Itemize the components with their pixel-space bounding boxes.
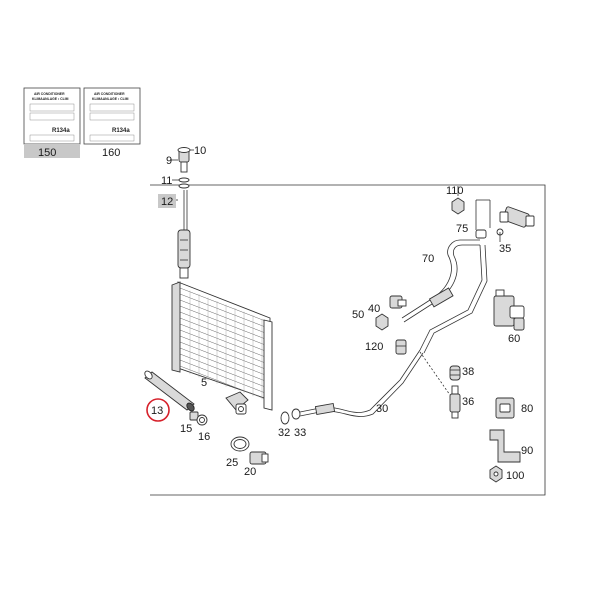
callout-25: 25 [226, 457, 238, 469]
callout-110: 110 [446, 185, 464, 197]
callout-120: 120 [365, 341, 383, 353]
condenser-fin [179, 341, 269, 377]
callout-12: 12 [161, 196, 173, 208]
condenser-fin [179, 335, 269, 371]
refrigerant-type: R134a [52, 128, 70, 134]
valve-40[interactable] [389, 295, 407, 309]
condenser-connector[interactable] [225, 391, 249, 415]
callout-35: 35 [499, 243, 511, 255]
refrigerant-line-30[interactable] [299, 349, 424, 417]
valve-block-60[interactable] [493, 289, 525, 331]
condenser-fin [179, 323, 269, 359]
callout-13: 13 [151, 405, 163, 417]
hose-70[interactable] [401, 239, 480, 323]
callout-90: 90 [521, 445, 533, 457]
label-code-bg [24, 144, 80, 158]
sticker-title-line: AIR CONDITIONER [34, 92, 65, 96]
seal-32[interactable] [280, 411, 290, 425]
assembly-outline [150, 184, 546, 496]
callout-36: 36 [462, 396, 474, 408]
condenser-fin [179, 347, 269, 383]
pipe-to-120 [419, 244, 483, 351]
plug-15[interactable] [189, 411, 199, 421]
sticker-title-line: KLIMAANLAGE • CLIM [32, 97, 69, 101]
o-ring-16[interactable] [196, 414, 208, 426]
callout-11: 11 [161, 175, 172, 187]
o-ring-25[interactable] [230, 436, 250, 452]
seal-33[interactable] [291, 408, 301, 420]
callout-15: 15 [180, 423, 192, 435]
sticker-label-150[interactable]: AIR CONDITIONER KLIMAANLAGE • CLIM R134a [23, 87, 81, 145]
cap-50[interactable] [375, 313, 389, 331]
fitting-120[interactable] [395, 339, 407, 355]
leader-38 [419, 351, 451, 396]
callout-70: 70 [422, 253, 434, 265]
callout-16: 16 [198, 431, 210, 443]
callout-5: 5 [201, 377, 207, 389]
receiver-drier-pipe[interactable] [177, 147, 191, 279]
sticker-title-line: AIR CONDITIONER [94, 92, 125, 96]
service-valve-36[interactable] [449, 385, 461, 419]
sensor-35[interactable] [496, 206, 535, 236]
callout-80: 80 [521, 403, 533, 415]
condenser-fin [179, 353, 269, 389]
callout-40: 40 [368, 303, 380, 315]
sticker-title-line: KLIMAANLAGE • CLIM [92, 97, 129, 101]
condenser-fin [179, 293, 269, 329]
refrigerant-type: R134a [112, 128, 130, 134]
condenser-fin [179, 299, 269, 335]
condenser-fin [179, 359, 269, 395]
bracket-90[interactable] [489, 429, 521, 463]
callout-60: 60 [508, 333, 520, 345]
callout-160: 160 [102, 147, 120, 159]
callout-150: 150 [38, 147, 56, 159]
callout-20: 20 [244, 466, 256, 478]
condenser-core[interactable] [171, 281, 273, 411]
condenser-fin [179, 365, 269, 401]
condenser-fin [179, 287, 269, 323]
sticker-label-160[interactable]: AIR CONDITIONER KLIMAANLAGE • CLIM R134a [83, 87, 141, 145]
drier-cartridge[interactable] [143, 370, 195, 413]
callout-30: 30 [376, 403, 388, 415]
highlight-ring [146, 398, 170, 422]
fitting-75[interactable] [475, 229, 487, 239]
pipe-to-120 [423, 244, 488, 354]
valve-core-38[interactable] [449, 365, 461, 381]
condenser-fin [179, 317, 269, 353]
callout-12-bg [158, 194, 176, 208]
nut-100[interactable] [489, 465, 503, 483]
condenser-fin [179, 329, 269, 365]
callout-100: 100 [506, 470, 524, 482]
condenser-fin [179, 305, 269, 341]
clip-80[interactable] [495, 397, 515, 419]
pressure-sensor-20[interactable] [249, 451, 269, 465]
callout-75: 75 [456, 223, 468, 235]
callout-33: 33 [294, 427, 306, 439]
condenser-fin [179, 311, 269, 347]
callout-50: 50 [352, 309, 364, 321]
callout-38: 38 [462, 366, 474, 378]
callout-32: 32 [278, 427, 290, 439]
condenser-fins [179, 287, 269, 401]
nut-110[interactable] [451, 197, 465, 215]
callout-9: 9 [166, 155, 172, 167]
callout-10: 10 [194, 145, 206, 157]
